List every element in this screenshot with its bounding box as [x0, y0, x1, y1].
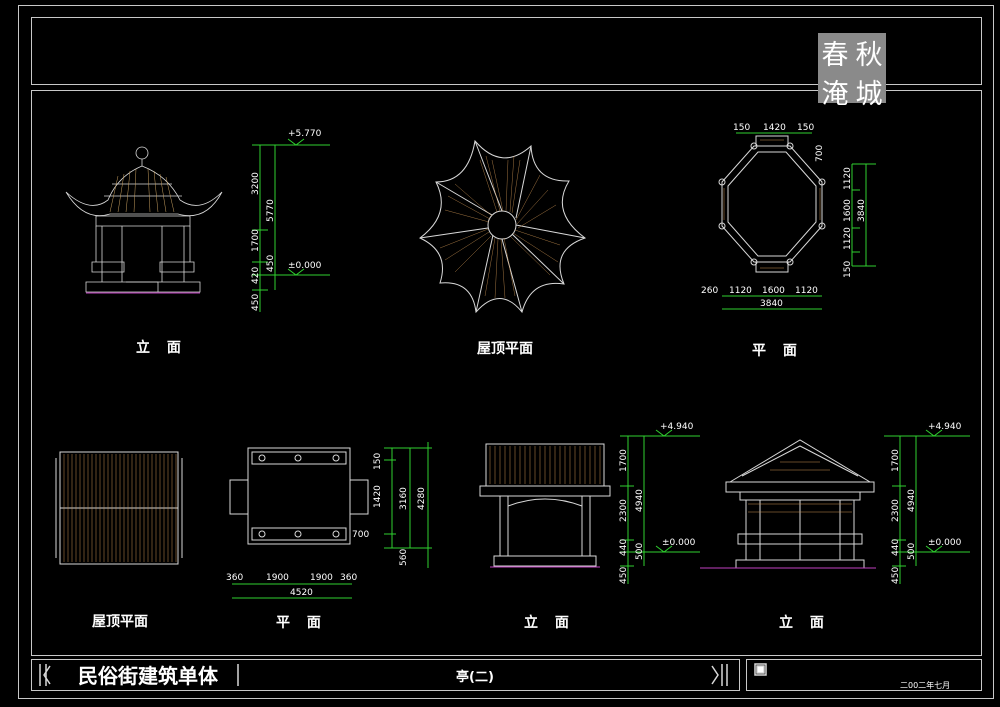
dim-elev3-d1: 1700: [891, 449, 901, 472]
stamp-char: 城: [855, 79, 883, 110]
dim-plan1-t1: 150: [733, 123, 750, 133]
pavilion-elevation-1: [65, 146, 223, 293]
dim-elev2-top: +4.940: [660, 422, 694, 432]
top-title-box: [31, 17, 982, 85]
drawing-area-frame: [31, 90, 982, 656]
dim-plan2-r3: 700: [352, 530, 369, 540]
dim-pav1-d4: 450: [266, 255, 276, 272]
label-elevation-3: 立 面: [779, 615, 830, 631]
dim-plan1-bt: 3840: [760, 299, 783, 309]
elevation-2-roof-hatching: [489, 446, 601, 484]
dim-pav1-d1: 3200: [251, 172, 261, 195]
footer-project-title: 民俗街建筑单体: [78, 664, 218, 688]
dim-plan1-r4: 1120: [843, 227, 853, 250]
pavilion-elevation-3: [725, 439, 875, 569]
elevation-3-details: [748, 461, 852, 513]
dim-plan2-r1: 150: [373, 453, 383, 470]
dimension-elevation-2: [620, 429, 700, 584]
dim-plan2-bt: 4520: [290, 588, 313, 598]
label-roof-plan-1: 屋顶平面: [477, 341, 533, 357]
dimension-column-1: [252, 138, 330, 312]
dim-plan2-rt1: 3160: [399, 487, 409, 510]
dim-elev3-d4: 500: [907, 543, 917, 560]
label-plan-1: 平 面: [752, 343, 803, 359]
label-elevation-1: 立 面: [136, 340, 187, 356]
footer-date: 二00二年七月: [900, 681, 951, 690]
label-elevation-2: 立 面: [524, 615, 575, 631]
dim-plan2-b4: 360: [340, 573, 357, 583]
dim-plan1-b3: 1600: [762, 286, 785, 296]
stamp-char: 春: [821, 40, 849, 71]
dim-elev3-d5: 450: [891, 567, 901, 584]
dim-pav1-base: ±0.000: [288, 261, 322, 271]
dimension-plan-2: [232, 442, 432, 599]
label-plan-2: 平 面: [276, 615, 327, 631]
roof-plan-square: [55, 451, 183, 565]
dimension-elevation-3: [884, 429, 970, 584]
dim-elev3-total: 4940: [907, 489, 917, 512]
plan-octagon-benches: [723, 139, 821, 269]
dim-elev2-base: ±0.000: [662, 538, 696, 548]
footer-brackets: [39, 663, 767, 686]
dim-pav1-total: 5770: [266, 199, 276, 222]
footer-sheet-name: 亭(二): [456, 670, 494, 685]
dim-elev2-total: 4940: [635, 489, 645, 512]
roof-plan-star: [419, 139, 587, 314]
roof-plan-hatching: [439, 155, 561, 299]
dim-pav1-d3: 420: [251, 267, 261, 284]
footer-title-box: [31, 659, 740, 691]
plan-octagon: [718, 135, 826, 273]
dim-plan1-t3: 150: [797, 123, 814, 133]
dim-elev3-top: +4.940: [928, 422, 962, 432]
dim-elev3-base: ±0.000: [928, 538, 962, 548]
dim-elev2-d4: 500: [635, 543, 645, 560]
stamp-char: 淹: [821, 79, 849, 110]
dim-elev2-d5: 450: [619, 567, 629, 584]
dim-plan1-r2: 1120: [843, 167, 853, 190]
dim-elev2-d3: 440: [619, 539, 629, 556]
dim-plan1-b1: 260: [701, 286, 718, 296]
dim-elev3-d2: 2300: [891, 499, 901, 522]
pavilion-roof-tiles-1: [109, 168, 175, 213]
dim-plan1-rt: 3840: [857, 199, 867, 222]
dim-elev2-d1: 1700: [619, 449, 629, 472]
dim-plan1-b2: 1120: [729, 286, 752, 296]
roof-plan-square-hatching: [63, 454, 177, 562]
dim-plan1-r1: 700: [815, 145, 825, 162]
dim-pav1-top: +5.770: [288, 129, 322, 139]
dim-plan2-r4: 560: [399, 549, 409, 566]
dim-pav1-d5: 450: [251, 294, 261, 311]
dim-plan2-rt2: 4280: [417, 487, 427, 510]
dim-plan2-r2: 1420: [373, 485, 383, 508]
dimension-plan-1: [722, 132, 876, 310]
dim-pav1-d2: 1700: [251, 229, 261, 252]
stamp-char: 秋: [855, 40, 883, 71]
stamp-logo: 春 秋 淹 城: [818, 33, 886, 110]
dim-plan1-t2: 1420: [763, 123, 786, 133]
footer-date-box: [746, 659, 982, 691]
plan-rectangle: [229, 447, 369, 545]
dim-plan1-r5: 150: [843, 261, 853, 278]
dim-plan1-b4: 1120: [795, 286, 818, 296]
pavilion-elevation-2: [479, 443, 611, 567]
dim-plan2-b1: 360: [226, 573, 243, 583]
dim-elev3-d3: 440: [891, 539, 901, 556]
dim-plan1-r3: 1600: [843, 199, 853, 222]
dim-plan2-b2: 1900: [266, 573, 289, 583]
dim-elev2-d2: 2300: [619, 499, 629, 522]
label-roof-plan-2: 屋顶平面: [92, 614, 148, 630]
dim-plan2-b3: 1900: [310, 573, 333, 583]
outer-frame: [18, 5, 994, 699]
